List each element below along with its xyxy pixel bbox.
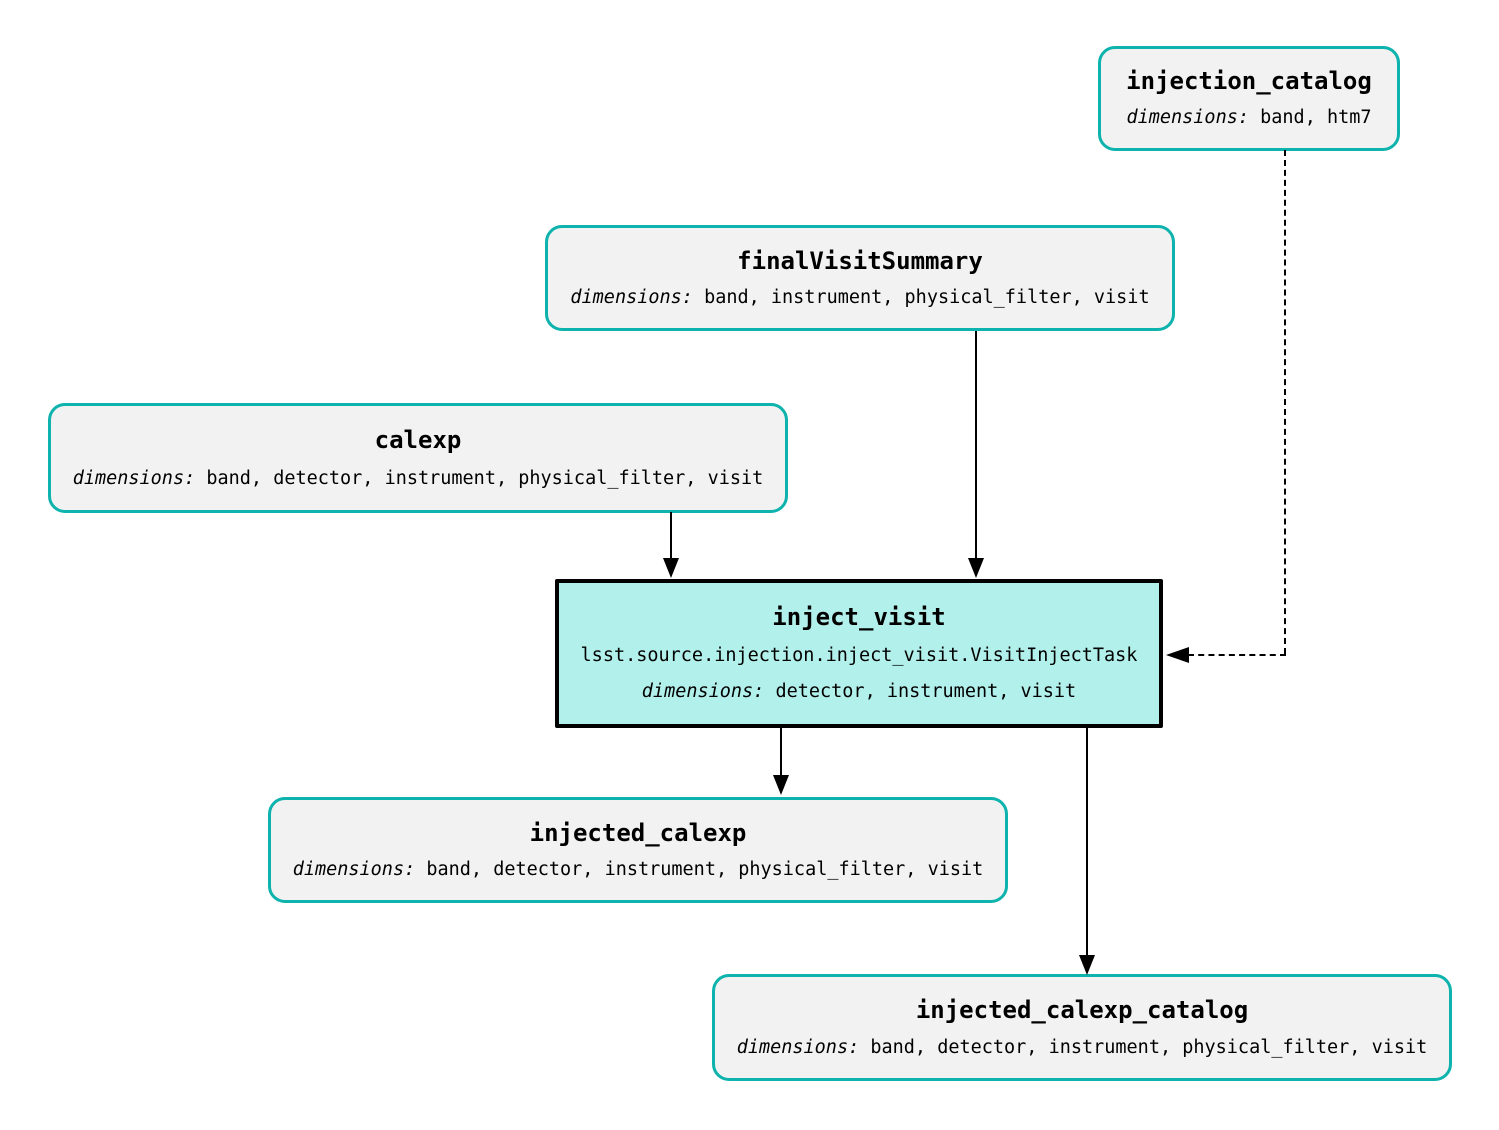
- dimensions-values: band, htm7: [1260, 107, 1372, 129]
- node-title: finalVisitSummary: [737, 246, 983, 275]
- dimensions-label: dimensions:: [1126, 107, 1249, 129]
- node-injected-calexp-catalog: injected_calexp_catalog dimensions: band…: [712, 974, 1452, 1081]
- dimensions-label: dimensions:: [72, 467, 196, 489]
- arrowhead-down-icon: [968, 558, 984, 578]
- edge-finalvisitsummary-to-inject-visit: [975, 331, 977, 558]
- node-dimensions: dimensions: band, htm7: [1126, 108, 1371, 128]
- node-injection-catalog: injection_catalog dimensions: band, htm7: [1098, 46, 1400, 151]
- edge-inject-visit-to-injected-calexp-catalog: [1086, 728, 1088, 955]
- dimensions-values: band, detector, instrument, physical_fil…: [206, 467, 764, 489]
- node-calexp: calexp dimensions: band, detector, instr…: [48, 403, 788, 513]
- node-title: injection_catalog: [1126, 67, 1372, 96]
- edge-injection-catalog-to-inject-visit-vertical: [1284, 150, 1286, 654]
- arrowhead-down-icon: [663, 558, 679, 578]
- arrowhead-down-icon: [773, 775, 789, 795]
- node-title: inject_visit: [772, 603, 946, 632]
- edge-inject-visit-to-injected-calexp: [780, 728, 782, 775]
- task-class-path: lsst.source.injection.inject_visit.Visit…: [580, 645, 1138, 667]
- dimensions-values: band, instrument, physical_filter, visit: [704, 286, 1150, 308]
- arrowhead-left-icon: [1166, 647, 1189, 663]
- dimensions-label: dimensions:: [736, 1036, 860, 1058]
- node-finalVisitSummary: finalVisitSummary dimensions: band, inst…: [545, 225, 1175, 331]
- dimensions-values: band, detector, instrument, physical_fil…: [426, 858, 984, 880]
- dimensions-label: dimensions:: [292, 858, 416, 880]
- node-dimensions: dimensions: band, detector, instrument, …: [736, 1036, 1428, 1058]
- node-title: injected_calexp_catalog: [915, 996, 1249, 1025]
- edge-injection-catalog-to-inject-visit-horizontal: [1188, 654, 1286, 656]
- node-dimensions: dimensions: band, detector, instrument, …: [72, 467, 764, 489]
- node-dimensions: dimensions: band, instrument, physical_f…: [570, 286, 1150, 308]
- dimensions-values: band, detector, instrument, physical_fil…: [870, 1036, 1428, 1058]
- node-title: injected_calexp: [529, 818, 747, 847]
- node-dimensions: dimensions: detector, instrument, visit: [641, 681, 1077, 703]
- node-injected-calexp: injected_calexp dimensions: band, detect…: [268, 797, 1008, 903]
- dimensions-label: dimensions:: [641, 681, 765, 703]
- dimensions-label: dimensions:: [570, 286, 693, 308]
- edge-calexp-to-inject-visit: [670, 512, 672, 558]
- node-title: calexp: [374, 426, 462, 455]
- arrowhead-down-icon: [1079, 955, 1095, 975]
- dimensions-values: detector, instrument, visit: [775, 681, 1077, 703]
- node-inject-visit-task: inject_visit lsst.source.injection.injec…: [555, 579, 1163, 728]
- node-dimensions: dimensions: band, detector, instrument, …: [292, 858, 984, 880]
